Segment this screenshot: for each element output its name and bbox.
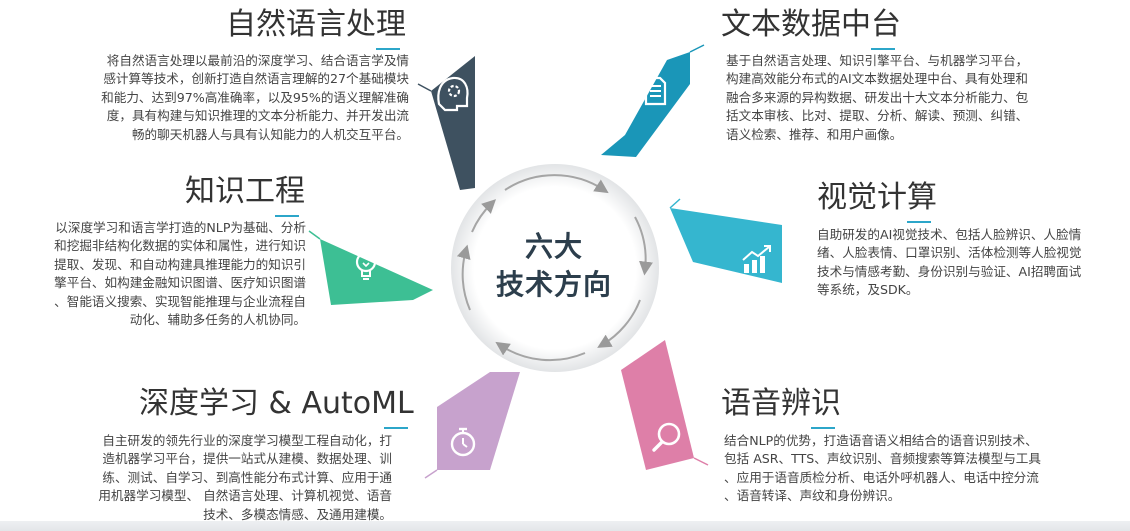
- cycle-arrow-bottom: [495, 341, 586, 362]
- petal-nlp-shape: [431, 56, 475, 190]
- bottom-band: [0, 521, 1130, 531]
- chart-up-icon: [742, 245, 771, 273]
- petal-speech: [621, 340, 709, 470]
- cycle-arrow-right-top: [634, 216, 653, 276]
- cycle-arrows: [456, 174, 653, 362]
- petal-knowledge-accent-line: [308, 230, 321, 240]
- speech-description: 结合NLP的优势，打造语音语义相结合的语音识别技术、 包括 ASR、TTS、声纹…: [724, 433, 1041, 504]
- brain-gear-icon: [437, 76, 469, 112]
- nlp-title: 自然语言处理: [226, 7, 406, 50]
- vision-title: 视觉计算: [817, 180, 937, 223]
- cycle-arrow-left-bottom: [456, 244, 471, 311]
- petal-nlp-accent-line: [417, 83, 432, 92]
- automl-title: 深度学习 & AutoML: [139, 386, 414, 429]
- speech-title: 语音辨识: [721, 386, 841, 429]
- petal-speech-accent-line: [693, 457, 709, 466]
- knowledge-description: 以深度学习和语言学打造的NLP为基础、分析 和挖掘非结构化数据的实体和属性，进行…: [54, 220, 306, 328]
- automl-description: 自主研发的领先行业的深度学习模型工程自动化，打 造机器学习平台，提供一站式从建模…: [98, 433, 392, 522]
- petal-automl-shape: [437, 372, 520, 470]
- document-icon: [644, 76, 667, 106]
- center-hub: [451, 164, 659, 372]
- brain-gear-icon-head: [437, 76, 469, 112]
- brain-gear-icon-gear: [447, 84, 461, 98]
- petal-automl: [424, 372, 520, 479]
- stopwatch-icon: [450, 427, 476, 457]
- text-platform-title: 文本数据中台: [721, 7, 901, 50]
- lightbulb-icon: [355, 251, 377, 280]
- cycle-arrow-left-top: [471, 199, 497, 233]
- knowledge-title: 知识工程: [185, 174, 305, 217]
- cycle-arrow-top: [504, 174, 609, 194]
- center-label-line2: 技术方向: [495, 268, 612, 301]
- petal-text-platform-accent-line: [689, 44, 705, 53]
- petal-vision: [669, 198, 782, 283]
- petal-knowledge-shape: [320, 239, 433, 305]
- document-icon-page: [644, 76, 667, 106]
- petal-knowledge: [308, 230, 433, 305]
- petal-speech-shape: [621, 340, 694, 470]
- petal-nlp: [417, 56, 475, 190]
- cycle-arrow-right-bottom: [597, 299, 641, 348]
- magnifier-icon: [652, 422, 681, 452]
- center-label: 六大 技术方向: [489, 228, 619, 304]
- petal-vision-accent-line: [669, 198, 681, 209]
- text-platform-description: 基于自然语言处理、知识引擎平台、与机器学习平台， 构建高效能分布式的AI文本数据…: [726, 53, 1029, 142]
- vision-description: 自助研发的AI视觉技术、包括人脸辨识、人脸情 绪、人脸表情、口罩识别、活体检测等…: [817, 227, 1082, 298]
- nlp-description: 将自然语言处理以最前沿的深度学习、结合语言学及情 感计算等技术，创新打造自然语言…: [101, 53, 409, 142]
- petal-automl-accent-line: [424, 469, 438, 479]
- center-label-line1: 六大: [524, 230, 583, 263]
- petal-text-platform: [601, 44, 705, 157]
